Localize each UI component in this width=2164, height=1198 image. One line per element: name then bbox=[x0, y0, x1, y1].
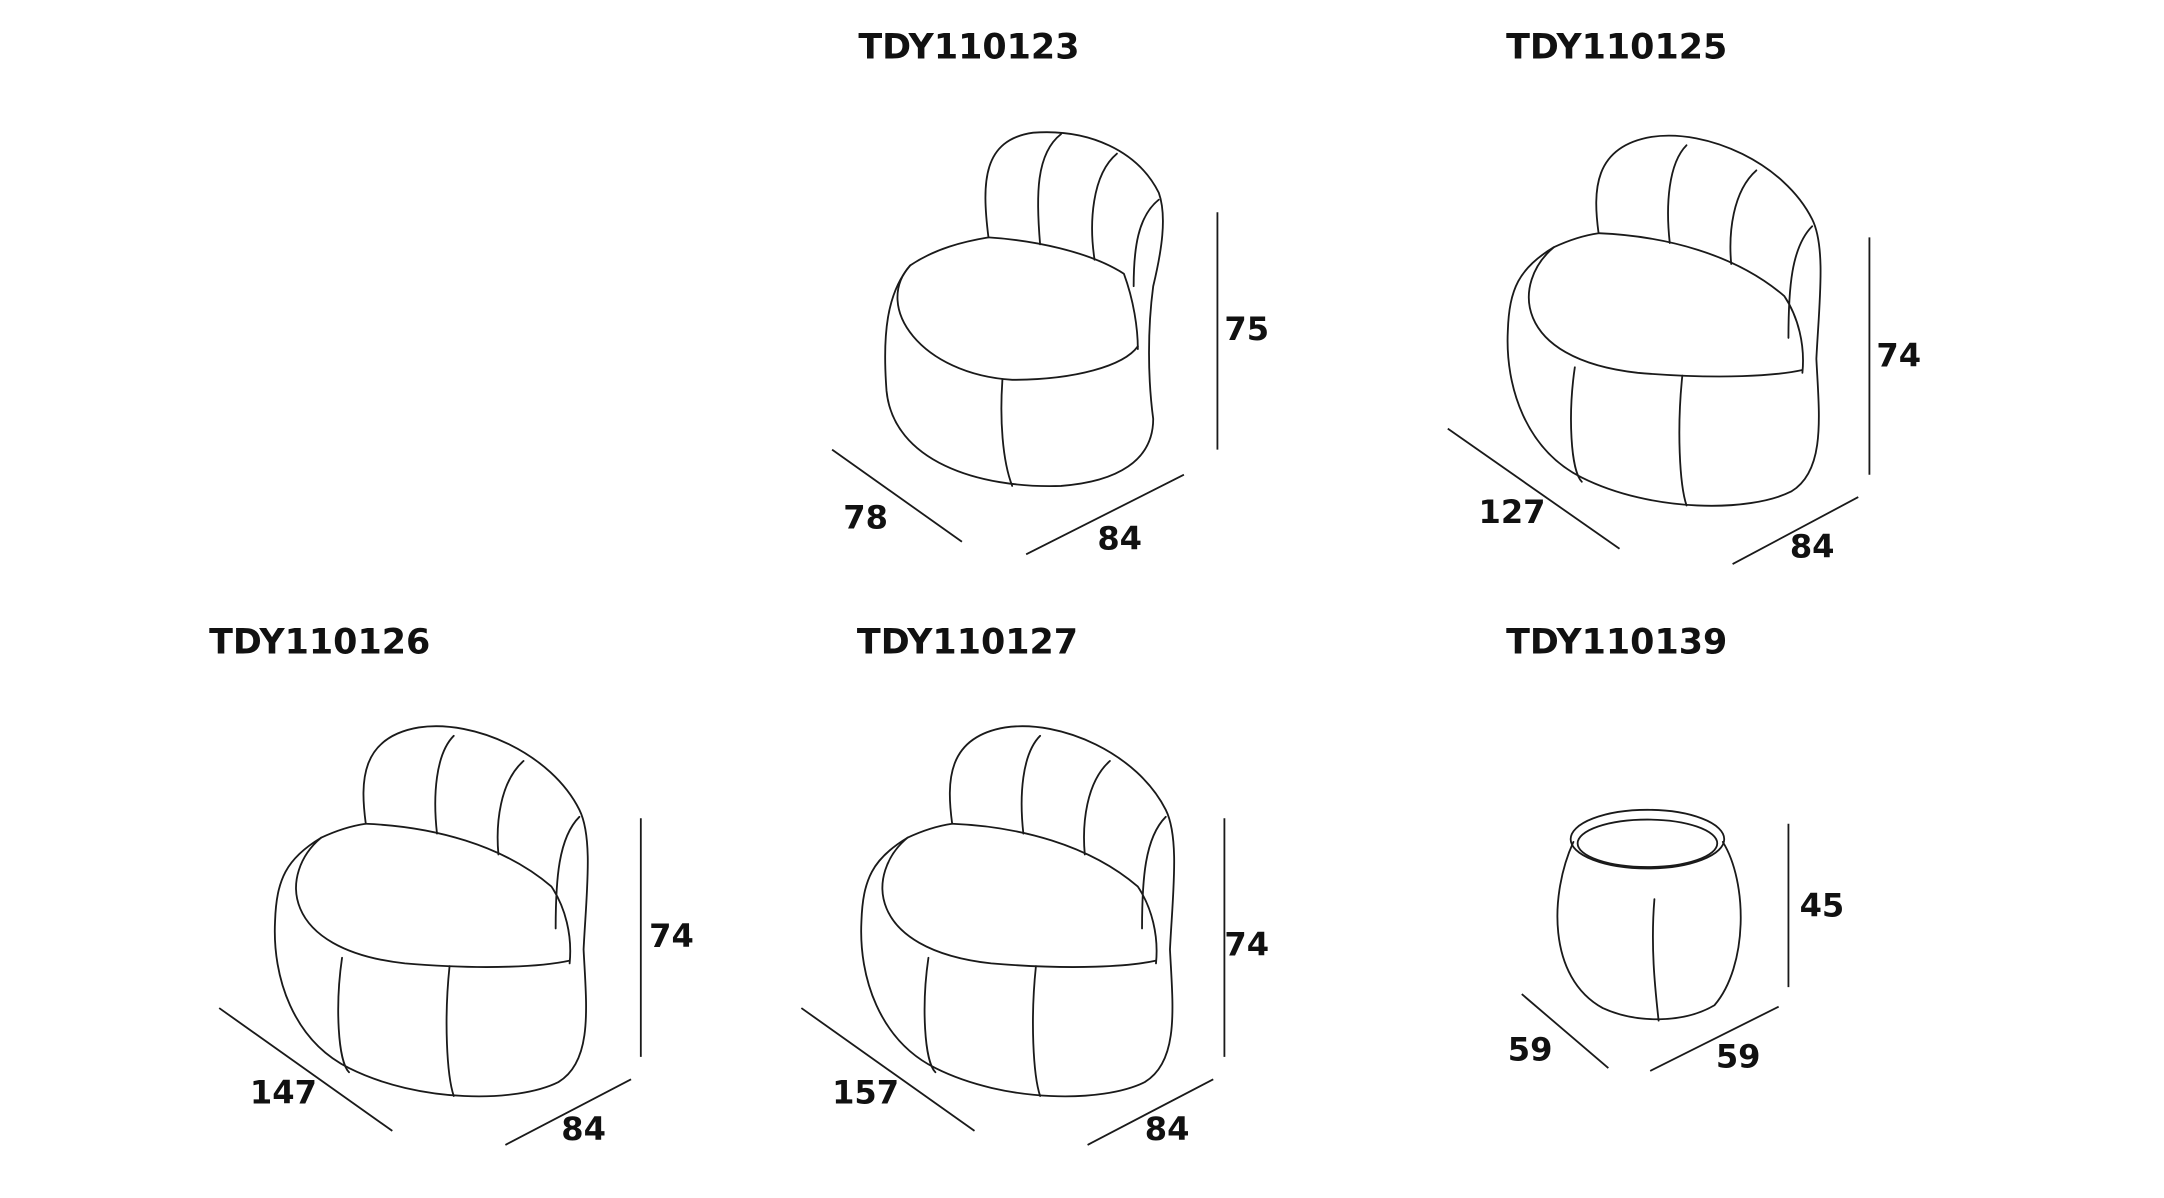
width-label: 84 bbox=[561, 1110, 606, 1148]
sofa-drawing bbox=[273, 725, 589, 1098]
product-tdy110127: TDY110127 74 157 84 bbox=[800, 622, 1269, 1148]
depth-dimension-line bbox=[800, 1007, 976, 1132]
width-dimension-line bbox=[1732, 496, 1859, 565]
width-label: 84 bbox=[1097, 519, 1142, 557]
width-dimension-line bbox=[1025, 473, 1185, 556]
width-dimension-line bbox=[1649, 1005, 1780, 1072]
depth-dimension-line bbox=[218, 1007, 393, 1132]
depth-label: 78 bbox=[843, 498, 888, 536]
loveseat-drawing bbox=[1506, 134, 1822, 507]
width-dimension-line bbox=[504, 1078, 632, 1146]
height-label: 74 bbox=[1876, 336, 1921, 374]
pouf-drawing bbox=[1556, 808, 1742, 1022]
depth-label: 157 bbox=[832, 1074, 899, 1112]
product-code: TDY110123 bbox=[858, 28, 1079, 68]
product-code: TDY110125 bbox=[1506, 28, 1727, 68]
single-armchair-drawing bbox=[884, 131, 1164, 487]
width-label: 59 bbox=[1716, 1037, 1761, 1075]
product-tdy110123: TDY110123 75 78 84 bbox=[831, 28, 1269, 557]
product-tdy110126: TDY110126 74 147 84 bbox=[209, 622, 694, 1147]
depth-label: 147 bbox=[250, 1074, 317, 1112]
product-code: TDY110127 bbox=[857, 622, 1078, 662]
depth-dimension-line bbox=[1521, 993, 1609, 1069]
product-code: TDY110139 bbox=[1506, 622, 1727, 662]
width-label: 84 bbox=[1790, 528, 1835, 566]
sofa-drawing bbox=[860, 725, 1176, 1098]
height-label: 74 bbox=[1224, 926, 1269, 964]
depth-label: 127 bbox=[1478, 493, 1545, 531]
height-label: 74 bbox=[649, 917, 694, 955]
product-tdy110125: TDY110125 74 127 84 bbox=[1447, 28, 1921, 566]
width-label: 84 bbox=[1145, 1110, 1190, 1148]
depth-label: 59 bbox=[1508, 1030, 1553, 1068]
height-label: 45 bbox=[1800, 887, 1845, 925]
depth-dimension-line bbox=[831, 448, 963, 543]
depth-dimension-line bbox=[1447, 427, 1621, 550]
product-code: TDY110126 bbox=[209, 622, 430, 662]
width-dimension-line bbox=[1087, 1078, 1214, 1146]
product-tdy110139: TDY110139 45 59 59 bbox=[1506, 622, 1844, 1075]
height-label: 75 bbox=[1224, 310, 1269, 348]
